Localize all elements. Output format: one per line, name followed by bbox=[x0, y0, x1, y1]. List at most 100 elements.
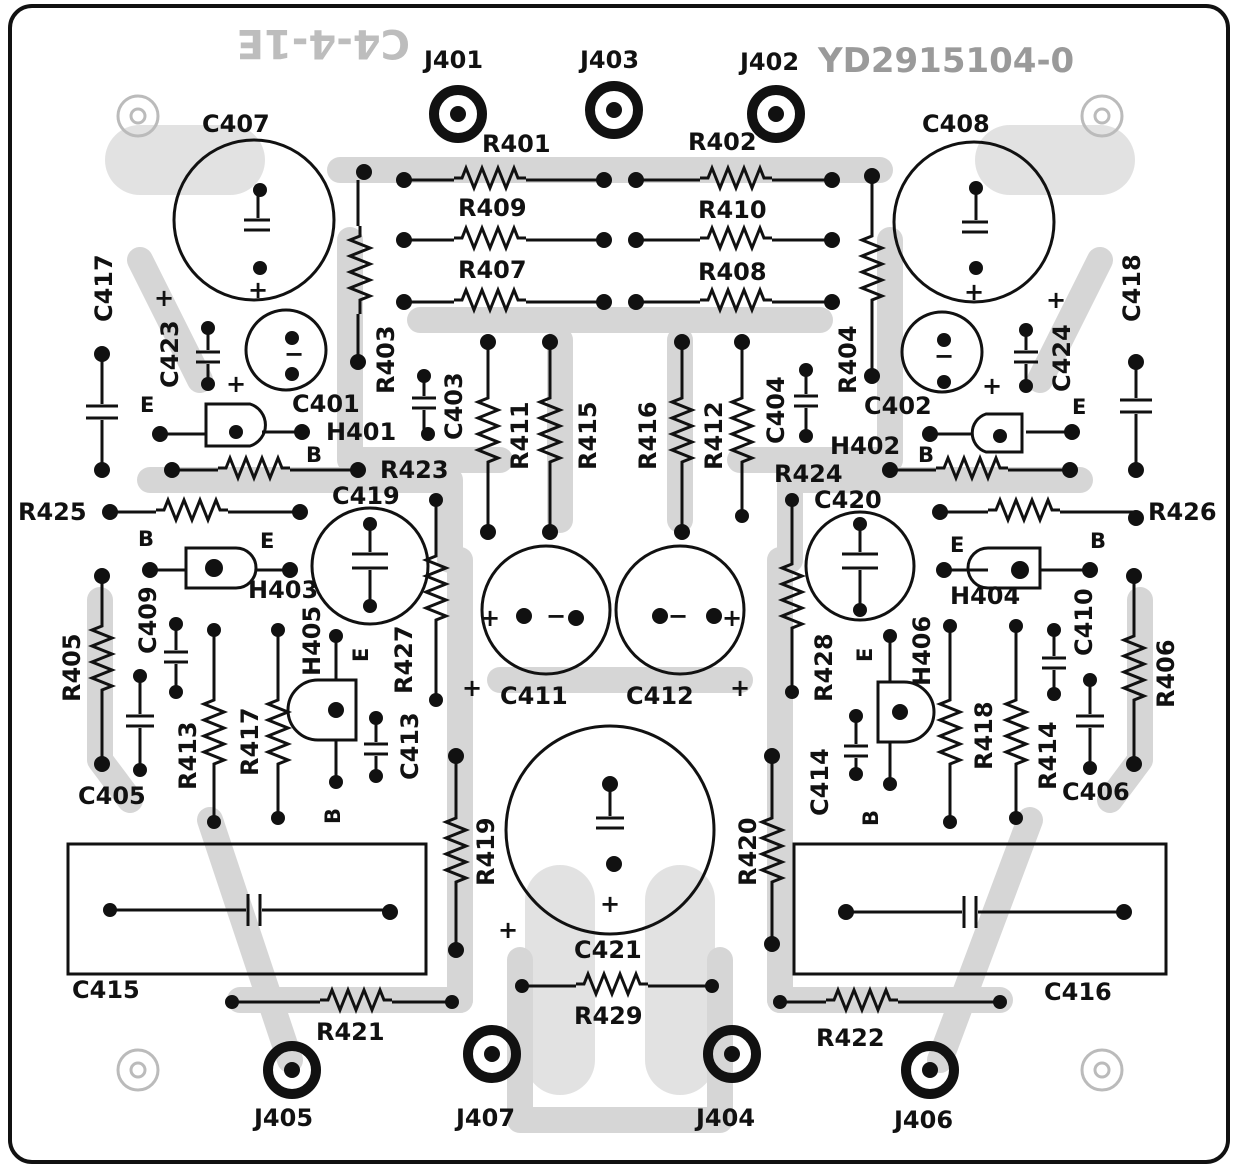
polarity-plus: + bbox=[722, 604, 742, 632]
label-C404: C404 bbox=[762, 376, 790, 444]
label-R411: R411 bbox=[506, 401, 534, 470]
label-R405: R405 bbox=[58, 633, 86, 702]
label-C415: C415 bbox=[72, 976, 140, 1004]
label-R414: R414 bbox=[1034, 721, 1062, 790]
label-C423: C423 bbox=[156, 320, 184, 388]
label-J406: J406 bbox=[892, 1106, 953, 1134]
label-H404: H404 bbox=[950, 582, 1020, 610]
jack-J407 bbox=[463, 1025, 521, 1083]
label-R418: R418 bbox=[970, 701, 998, 770]
label-C411: C411 bbox=[500, 682, 568, 710]
label-R427: R427 bbox=[390, 625, 418, 694]
label-R417: R417 bbox=[236, 707, 264, 776]
label-R403: R403 bbox=[372, 325, 400, 394]
label-R409: R409 bbox=[458, 194, 527, 222]
label-C418: C418 bbox=[1118, 254, 1146, 322]
label-C410: C410 bbox=[1070, 588, 1098, 656]
polarity-minus: − bbox=[668, 602, 688, 630]
polarity-plus: + bbox=[248, 276, 268, 304]
pin-E: E bbox=[1072, 395, 1086, 419]
resistor-R413 bbox=[202, 630, 226, 822]
jack-J402 bbox=[747, 85, 805, 143]
pin-E: E bbox=[853, 648, 877, 662]
resistor-R421 bbox=[232, 988, 452, 1012]
label-R401: R401 bbox=[482, 130, 551, 158]
capacitor-C401: + bbox=[226, 308, 328, 398]
pin-B: B bbox=[321, 808, 345, 824]
resistor-R416 bbox=[670, 342, 694, 532]
label-R424: R424 bbox=[774, 460, 843, 488]
capacitor-C414 bbox=[844, 716, 868, 774]
resistor-R419 bbox=[444, 756, 468, 950]
silk-text-top-right: YD2915104-0 bbox=[817, 41, 1074, 81]
polarity-plus: + bbox=[600, 890, 620, 918]
resistor-R410 bbox=[636, 226, 832, 250]
label-R415: R415 bbox=[574, 401, 602, 470]
resistor-R407 bbox=[404, 288, 604, 312]
electrolytic-capacitors: + + + + + − + − + + bbox=[172, 138, 1056, 944]
label-C424: C424 bbox=[1048, 324, 1076, 392]
label-R406: R406 bbox=[1152, 639, 1180, 708]
capacitor-C417 bbox=[86, 354, 118, 470]
resistor-R428 bbox=[780, 500, 804, 692]
label-R404: R404 bbox=[834, 325, 862, 394]
solder-pads bbox=[94, 164, 1144, 1009]
label-C409: C409 bbox=[134, 586, 162, 654]
jack-labels: J401 J403 J402 J405 J407 J404 J406 bbox=[252, 46, 953, 1134]
capacitor-C402: + bbox=[900, 310, 1002, 400]
label-R429: R429 bbox=[574, 1002, 643, 1030]
label-R428: R428 bbox=[810, 633, 838, 702]
polarity-plus: + bbox=[480, 604, 500, 632]
resistor-R411 bbox=[476, 342, 500, 532]
label-C408: C408 bbox=[922, 110, 990, 138]
resistor-R404 bbox=[860, 180, 884, 376]
label-R407: R407 bbox=[458, 256, 527, 284]
label-C403: C403 bbox=[440, 372, 468, 440]
label-J401: J401 bbox=[422, 46, 483, 74]
resistor-R418 bbox=[938, 626, 962, 822]
capacitor-C411: + − + bbox=[462, 544, 612, 702]
resistor-R401 bbox=[404, 166, 604, 190]
jack-J403 bbox=[585, 81, 643, 139]
label-J402: J402 bbox=[738, 48, 799, 76]
capacitor-labels: C407 C408 C417 C418 C423 C424 C401 C402 … bbox=[72, 110, 1146, 1006]
label-H402: H402 bbox=[830, 432, 900, 460]
mounting-holes bbox=[116, 94, 1124, 1092]
capacitor-C415 bbox=[66, 842, 428, 976]
pin-B: B bbox=[1090, 529, 1106, 553]
jack-J405 bbox=[263, 1041, 321, 1099]
transistor-H406 bbox=[876, 640, 936, 780]
label-C421: C421 bbox=[574, 936, 642, 964]
label-R426: R426 bbox=[1148, 498, 1217, 526]
resistor-R408 bbox=[636, 288, 832, 312]
label-R413: R413 bbox=[174, 721, 202, 790]
resistor-R429 bbox=[522, 972, 712, 996]
pin-B: B bbox=[859, 810, 883, 826]
label-C413: C413 bbox=[396, 712, 424, 780]
jack-J406 bbox=[901, 1041, 959, 1099]
polarity-minus: − bbox=[546, 602, 566, 630]
label-H401: H401 bbox=[326, 418, 396, 446]
label-H403: H403 bbox=[248, 576, 318, 604]
label-C402: C402 bbox=[864, 392, 932, 420]
capacitor-C407: + bbox=[172, 138, 336, 304]
polarity-minus: − bbox=[934, 342, 954, 370]
label-R420: R420 bbox=[734, 817, 762, 886]
polarity-plus: + bbox=[498, 916, 518, 944]
label-C401: C401 bbox=[292, 390, 360, 418]
polarity-plus: + bbox=[226, 370, 246, 398]
polarity-plus: + bbox=[964, 278, 984, 306]
pin-B: B bbox=[918, 443, 934, 467]
label-J407: J407 bbox=[454, 1104, 515, 1132]
label-C407: C407 bbox=[202, 110, 270, 138]
label-C416: C416 bbox=[1044, 978, 1112, 1006]
capacitor-C421: + + bbox=[498, 724, 716, 944]
label-R419: R419 bbox=[472, 817, 500, 886]
resistor-R409 bbox=[404, 226, 604, 250]
label-R425: R425 bbox=[18, 498, 87, 526]
label-R402: R402 bbox=[688, 128, 757, 156]
resistor-R402 bbox=[636, 166, 832, 190]
label-C412: C412 bbox=[626, 682, 694, 710]
label-R416: R416 bbox=[634, 401, 662, 470]
label-C414: C414 bbox=[806, 748, 834, 816]
